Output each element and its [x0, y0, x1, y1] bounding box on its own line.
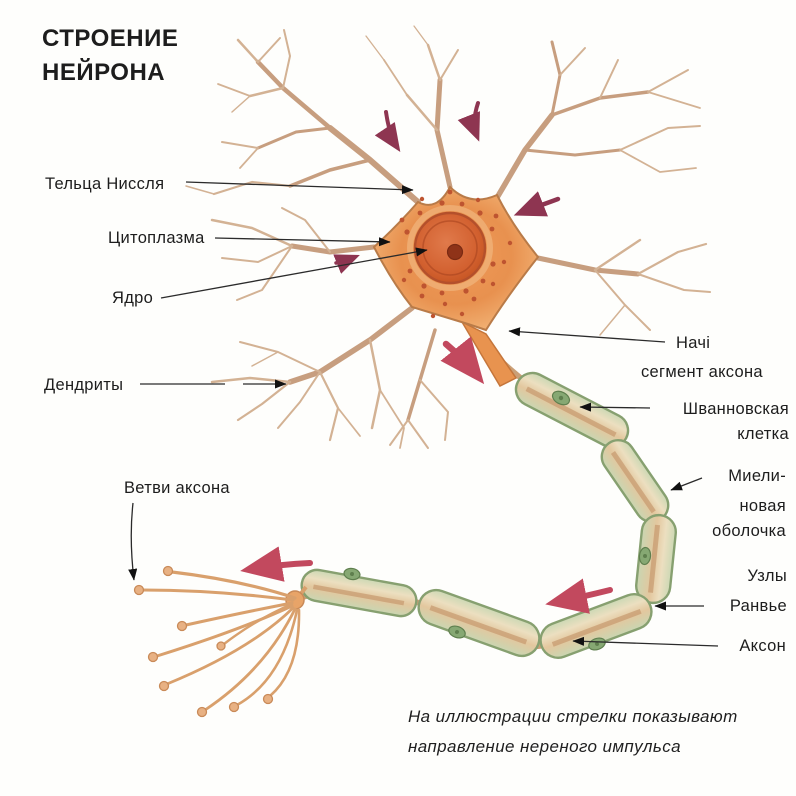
dendrite-trees [185, 25, 711, 449]
label-initial-segment-line2: сегмент аксона [641, 363, 763, 381]
leader-axon-branches [128, 502, 138, 581]
nucleolus [446, 243, 464, 261]
leader-lines [128, 181, 719, 647]
caption-line1: На иллюстрации стрелки показывают [408, 707, 738, 726]
label-axon: Аксон [739, 637, 786, 655]
label-schwann-line2: клетка [737, 425, 789, 443]
label-nucleus: Ядро [112, 289, 153, 307]
myelin-segment [635, 513, 677, 605]
label-ranvier-line2: Ранвье [730, 597, 787, 615]
text-layer: СТРОЕНИЕ НЕЙРОНА Тельца Ниссля Цитоплазм… [42, 25, 789, 756]
schwann-cell-nuclei [343, 390, 652, 651]
impulse-arrow [545, 578, 613, 614]
nissl-bodies-dots [399, 189, 513, 319]
label-myelin-line3: оболочка [712, 522, 786, 540]
label-myelin-line2: новая [740, 497, 786, 515]
impulse-arrow [374, 110, 401, 152]
label-schwann-line1: Шванновская [683, 400, 789, 418]
myelin-segment [600, 438, 670, 524]
label-cytoplasm: Цитоплазма [108, 229, 205, 247]
myelin-segment [514, 371, 630, 449]
myelin-segment [300, 568, 418, 618]
page-title-line1: СТРОЕНИЕ [42, 25, 178, 52]
axon-terminal-branches [133, 565, 308, 718]
label-myelin-line1: Миели- [728, 467, 786, 485]
label-axon-branches: Ветви аксона [124, 479, 230, 497]
caption-line2: направление нереного импульса [408, 737, 681, 756]
leader-schwann [579, 402, 651, 412]
impulse-arrow [513, 191, 561, 217]
label-nissl-bodies: Тельца Ниссля [45, 175, 164, 193]
myelin-segments [300, 371, 677, 659]
soma [372, 185, 540, 332]
impulse-arrows [240, 101, 613, 614]
impulse-arrow [440, 336, 485, 385]
label-dendrites: Дендриты [44, 376, 123, 394]
leader-nissl [185, 181, 414, 195]
perinuclear-halo [407, 205, 493, 291]
impulse-arrow [240, 546, 313, 582]
leader-myelin [670, 477, 703, 491]
label-ranvier-line1: Узлы [747, 567, 787, 585]
leader-initial-segment [508, 327, 666, 343]
leader-nucleus [160, 247, 428, 299]
leader-cytoplasm [214, 237, 391, 247]
myelin-segment [417, 588, 541, 658]
axon-hillock [460, 320, 518, 387]
impulse-arrow [333, 254, 360, 274]
myelin-segment [539, 593, 653, 659]
page-title-line2: НЕЙРОНА [42, 58, 165, 86]
label-initial-segment-line1: Начi [676, 334, 710, 352]
leader-axon [572, 636, 719, 647]
impulse-arrow [457, 101, 480, 142]
